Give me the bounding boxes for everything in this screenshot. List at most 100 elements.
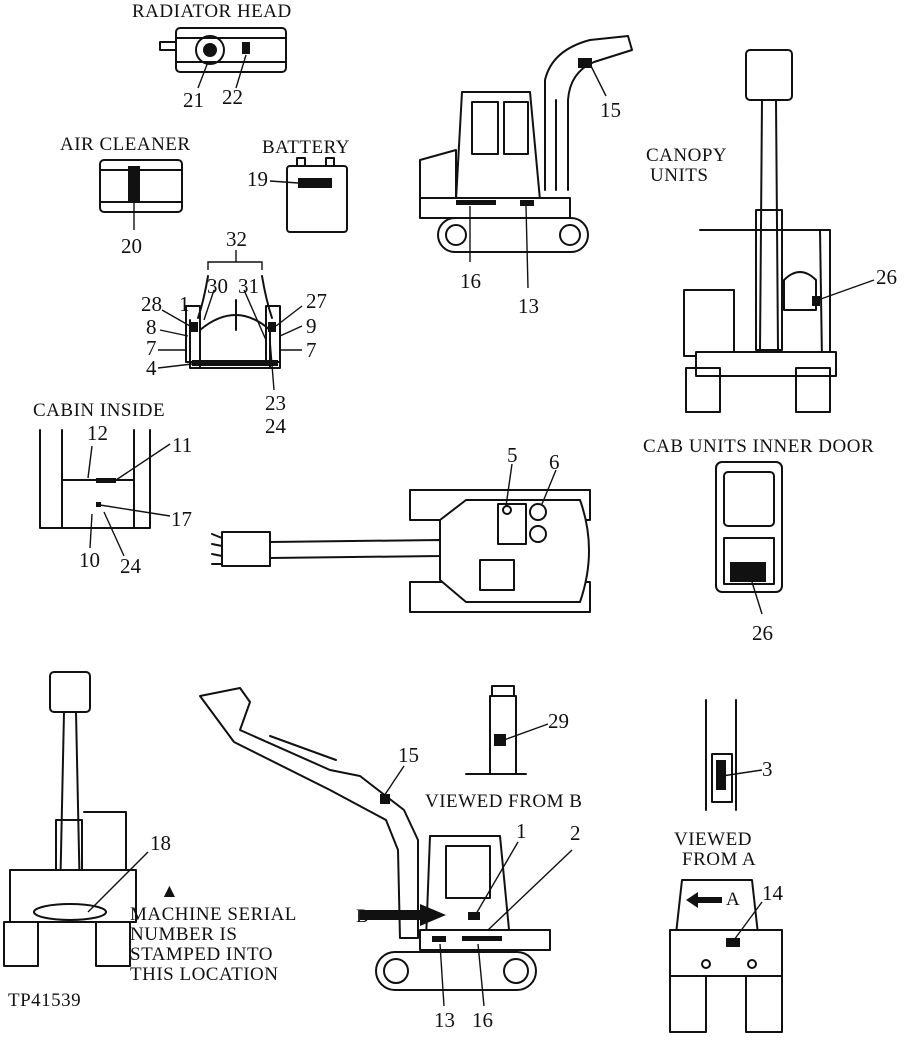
callout-1-console: 1 <box>179 292 190 316</box>
pillar-3 <box>705 699 737 811</box>
callout-20: 20 <box>121 234 142 258</box>
serial-marker: ▲ <box>160 881 179 902</box>
radiator-decal <box>242 42 250 54</box>
leader-26-door <box>751 581 763 615</box>
callout-27: 27 <box>306 289 327 313</box>
control-console-view: 32 28 1 30 31 27 8 9 7 7 4 23 24 <box>141 227 327 438</box>
leader-13-bottom <box>439 943 445 1007</box>
plan-upper-body <box>439 499 590 603</box>
plan-seat <box>479 559 515 591</box>
arrow-a-icon <box>686 892 722 908</box>
pillar-3-panel <box>711 753 733 803</box>
bottom-track-idler <box>383 958 409 984</box>
callout-22: 22 <box>222 85 243 109</box>
leader-1 <box>475 841 519 915</box>
arrow-b-label: B <box>356 906 369 927</box>
plan-arm <box>269 539 441 559</box>
a-view-track-left <box>669 975 707 1033</box>
leader-3 <box>721 769 763 777</box>
callout-7-left: 7 <box>146 336 157 360</box>
callout-15-bottom: 15 <box>398 743 419 767</box>
radiator-cap-decal <box>203 43 217 57</box>
battery-decal <box>298 178 332 188</box>
cabin-inside-label: CABIN INSIDE <box>33 400 165 421</box>
callout-7-right: 7 <box>306 338 317 362</box>
battery-terminal-2 <box>325 157 335 167</box>
serial-note-line-4: THIS LOCATION <box>130 964 278 985</box>
canopy-boom <box>755 209 783 351</box>
plan-bucket <box>221 531 271 567</box>
boom <box>544 35 633 191</box>
canopy-label-1: CANOPY <box>646 145 727 166</box>
figure-id: TP41539 <box>8 990 81 1011</box>
leader-10 <box>89 513 93 549</box>
callout-30: 30 <box>207 274 228 298</box>
rear-body <box>9 869 137 923</box>
callout-6: 6 <box>549 450 560 474</box>
radiator-head-view: RADIATOR HEAD 21 22 <box>132 1 291 112</box>
viewed-from-a-label-1: VIEWED <box>674 829 752 850</box>
battery-view: BATTERY 19 <box>247 137 349 233</box>
detail-3-view: 3 <box>705 699 773 811</box>
bottom-arm-cylinder <box>269 735 337 761</box>
callout-9: 9 <box>306 314 317 338</box>
leader-4 <box>157 363 193 369</box>
bottom-cab-window <box>445 845 491 899</box>
plan-decal-5-panel <box>497 503 527 545</box>
decal-29 <box>494 734 506 746</box>
callout-8: 8 <box>146 315 157 339</box>
radiator-pipe <box>159 41 177 51</box>
canopy-undercarriage <box>695 351 837 377</box>
decal-17-dot <box>96 502 101 507</box>
callout-31: 31 <box>238 274 259 298</box>
decal-4-strip <box>192 360 278 366</box>
callout-14: 14 <box>762 881 784 905</box>
callout-32: 32 <box>226 227 247 251</box>
callout-13-bottom: 13 <box>434 1008 455 1032</box>
leader-31 <box>243 289 267 341</box>
leader-5 <box>505 463 513 507</box>
leader-22 <box>235 54 247 89</box>
cab-inner-door-view: CAB UNITS INNER DOOR 26 <box>643 436 874 645</box>
viewed-from-a-label-2: FROM A <box>682 849 756 870</box>
callout-18: 18 <box>150 831 171 855</box>
callout-10: 10 <box>79 548 100 572</box>
leader-14 <box>733 901 763 941</box>
bottom-crawler-track <box>375 951 537 991</box>
leader-11 <box>115 443 171 481</box>
air-cleaner-label: AIR CLEANER <box>60 134 191 155</box>
decal-26-door <box>730 562 766 582</box>
right-lever-box <box>265 305 281 363</box>
track-sprocket <box>559 224 581 246</box>
leader-13-top <box>525 205 529 289</box>
canopy-arm <box>759 99 779 351</box>
detail-29-view: 29 <box>465 685 569 775</box>
a-view-track-right <box>745 975 783 1033</box>
decal-15-bottom <box>380 794 390 804</box>
callout-24-console: 24 <box>265 414 287 438</box>
decal-28-mark <box>190 322 198 332</box>
bottom-cab <box>425 835 511 941</box>
callout-5: 5 <box>507 443 518 467</box>
decal-11-strip <box>96 478 116 483</box>
plan-cap-1 <box>529 503 547 521</box>
bracket-32 <box>207 261 263 270</box>
callout-28: 28 <box>141 292 162 316</box>
decal-15-boom <box>578 58 592 68</box>
decal-16-strip <box>456 200 496 205</box>
callout-16-bottom: 16 <box>472 1008 493 1032</box>
plan-cap-2 <box>529 525 547 543</box>
decal-3 <box>716 760 726 790</box>
rear-view-serial: 18 ▲ MACHINE SERIAL NUMBER IS STAMPED IN… <box>3 671 296 985</box>
canopy-engine-box <box>683 289 735 357</box>
left-joystick <box>197 275 209 319</box>
cab-window-right <box>503 101 529 155</box>
decal-14 <box>726 938 740 947</box>
air-cleaner-view: AIR CLEANER 20 <box>60 134 191 258</box>
a-view-hole-1 <box>701 959 711 969</box>
arrow-b-icon <box>360 904 446 926</box>
air-cleaner-body <box>99 159 183 213</box>
rear-bucket <box>49 671 91 713</box>
